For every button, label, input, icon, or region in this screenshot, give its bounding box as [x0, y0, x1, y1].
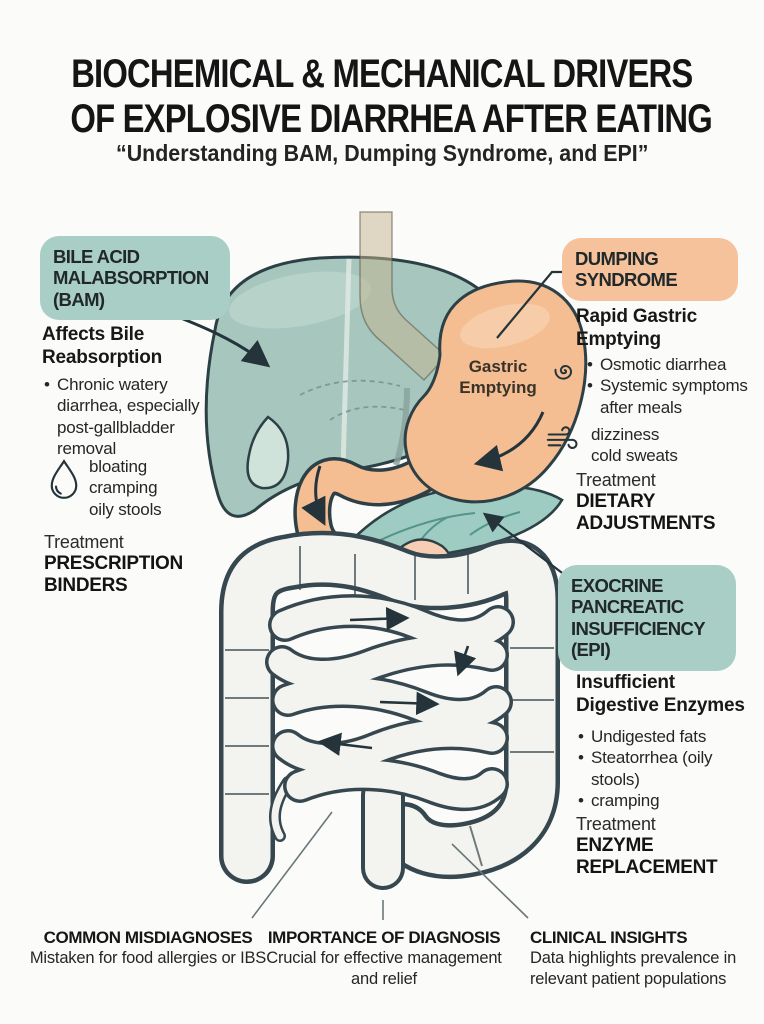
gastric-emptying-arrow — [473, 411, 545, 472]
bam-symptom-lines: bloating cramping oily stools — [89, 457, 162, 519]
page-title: BIOCHEMICAL & MECHANICAL DRIVERS OF EXPL… — [0, 52, 764, 142]
dumping-symptoms: dizziness cold sweats — [546, 424, 746, 467]
footer-common-misdiagnoses: COMMON MISDIAGNOSES Mistaken for food al… — [28, 928, 268, 969]
epi-bullet: Steatorrhea (oily stools) — [578, 747, 750, 790]
footer-clinical-insights: CLINICAL INSIGHTS Data highlights preval… — [530, 928, 764, 990]
title-line-2: OF EXPLOSIVE DIARRHEA AFTER EATING — [70, 97, 712, 142]
epi-bullet-list: Undigested fats Steatorrhea (oily stools… — [578, 726, 750, 812]
dumping-bullet: Osmotic diarrhea — [587, 354, 752, 376]
bam-heading: Affects Bile Reabsorption — [42, 324, 163, 368]
footer-text: Mistaken for food allergies or IBS — [29, 949, 267, 967]
dumping-symptom-lines: dizziness cold sweats — [591, 425, 678, 466]
bam-bullet: Chronic watery diarrhea, especially post… — [44, 374, 232, 460]
epi-treatment-name: ENZYME REPLACEMENT — [576, 835, 718, 879]
motility-arrows — [317, 606, 477, 756]
wind-icon — [546, 426, 578, 449]
spiral-icon — [554, 365, 573, 380]
bam-symptoms: bloating cramping oily stools — [48, 456, 238, 520]
epi-treatment-label: Treatment — [576, 814, 656, 834]
dumping-treatment-name: DIETARY ADJUSTMENTS — [576, 491, 716, 535]
dumping-treatment-label: Treatment — [576, 470, 656, 490]
bile-duct — [393, 387, 410, 466]
epi-heading: Insufficient Digestive Enzymes — [576, 672, 745, 716]
duodenum-flow-arrow — [301, 465, 326, 526]
dumping-leader-line — [496, 270, 566, 339]
page-subtitle: “Understanding BAM, Dumping Syndrome, an… — [115, 140, 649, 166]
dumping-bullets: Osmotic diarrhea Systemic symptoms after… — [548, 354, 752, 418]
epi-bullet: cramping — [578, 790, 750, 812]
footer-text: Data highlights prevalence in relevant p… — [530, 949, 737, 988]
footer-text: Crucial for effective management and rel… — [266, 949, 502, 988]
epi-arrow — [482, 512, 575, 583]
stomach-label: Gastric Emptying — [459, 357, 537, 398]
footer-title: CLINICAL INSIGHTS — [530, 928, 688, 947]
footer-leader-lines — [251, 811, 529, 920]
dumping-bullet-list: Osmotic diarrhea Systemic symptoms after… — [587, 354, 752, 418]
bam-badge: BILE ACID MALABSORPTION (BAM) — [40, 236, 230, 321]
dumping-treatment: Treatment DIETARY ADJUSTMENTS — [576, 470, 751, 536]
bam-treatment: Treatment PRESCRIPTION BINDERS — [44, 532, 234, 598]
title-line-1: BIOCHEMICAL & MECHANICAL DRIVERS — [71, 52, 693, 96]
dumping-heading: Rapid Gastric Emptying — [576, 306, 697, 350]
gallbladder — [246, 415, 290, 490]
bam-treatment-label: Treatment — [44, 532, 124, 552]
epi-treatment: Treatment ENZYME REPLACEMENT — [576, 814, 754, 880]
bam-bullet-list: Chronic watery diarrhea, especially post… — [44, 374, 232, 460]
epi-bullet: Undigested fats — [578, 726, 750, 748]
dumping-badge: DUMPING SYNDROME — [562, 238, 738, 301]
large-intestine — [219, 530, 560, 884]
footer-title: COMMON MISDIAGNOSES — [43, 928, 253, 947]
dumping-bullet: Systemic symptoms after meals — [587, 375, 752, 418]
droplet-icon — [50, 459, 78, 499]
bam-treatment-name: PRESCRIPTION BINDERS — [44, 553, 183, 597]
footer-importance-of-diagnosis: IMPORTANCE OF DIAGNOSIS Crucial for effe… — [264, 928, 504, 990]
small-intestine — [265, 594, 515, 812]
footer-title: IMPORTANCE OF DIAGNOSIS — [267, 928, 501, 947]
stomach — [403, 279, 588, 504]
epi-badge: EXOCRINE PANCREATIC INSUFFICIENCY (EPI) — [558, 565, 736, 671]
